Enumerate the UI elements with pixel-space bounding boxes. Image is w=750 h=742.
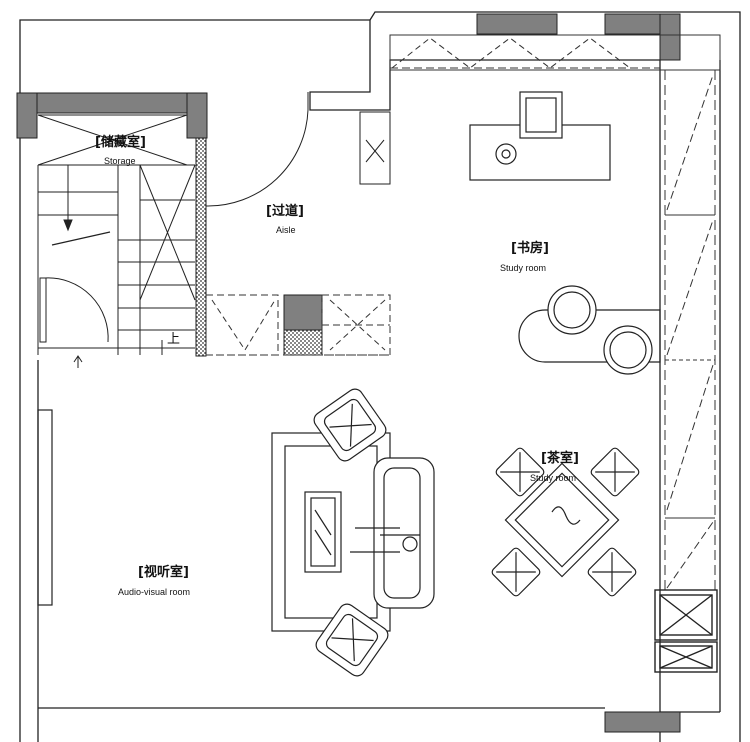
tv-wall: [37, 409, 53, 606]
storage-stair: [37, 114, 196, 368]
tea-label-en: Study room: [530, 473, 577, 483]
middle-cabinets: [205, 294, 391, 356]
sofa: [373, 457, 435, 609]
tea-label-cn: [茶室]: [541, 451, 579, 466]
top-cabinet: [389, 34, 721, 71]
aisle-cabinet: [359, 111, 391, 185]
stair-up-mark: 上: [167, 332, 181, 347]
storage-label-en: Storage: [104, 156, 136, 166]
armchairs: [313, 388, 418, 677]
door-swing: [205, 109, 309, 207]
aisle-label-cn: [过道]: [266, 204, 304, 219]
study-label-cn: [书房]: [511, 241, 549, 256]
storage-label-cn: [储藏室]: [95, 135, 146, 150]
right-cabinet: [664, 70, 716, 590]
tea-table-set: [491, 447, 640, 597]
audiovisual-label-cn: [视听室]: [138, 565, 189, 580]
study-label-en: Study room: [500, 263, 547, 273]
shelf-unit: [654, 589, 718, 673]
study-desk: [469, 91, 611, 181]
hatched-wall: [195, 137, 207, 357]
study-lounge: [518, 285, 661, 375]
aisle-label-en: Aisle: [276, 225, 296, 235]
audiovisual-label-en: Audio-visual room: [118, 587, 191, 597]
wall-columns: [16, 13, 681, 733]
rug-coffee-table: [271, 432, 391, 632]
